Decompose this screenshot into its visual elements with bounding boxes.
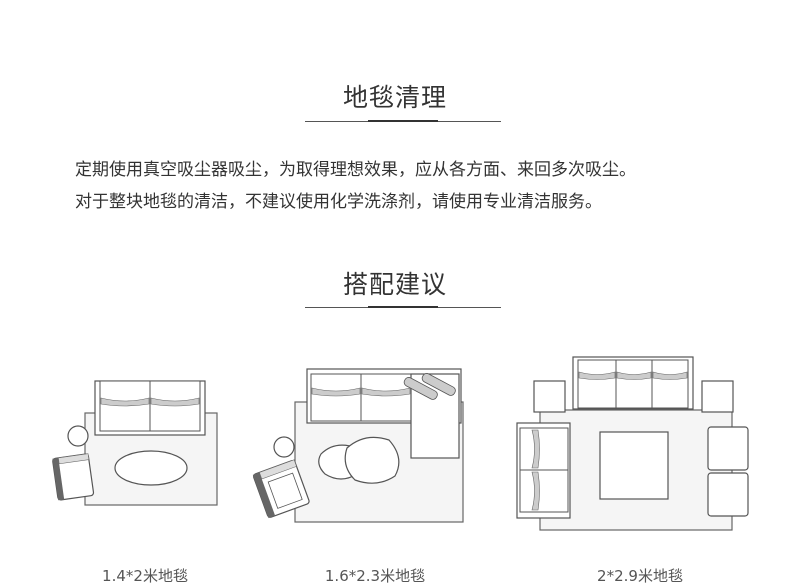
layout-caption-small: 1.4*2米地毯 — [102, 567, 188, 585]
cleaning-title: 地毯清理 — [342, 83, 447, 112]
pebble-table-icon — [318, 436, 400, 484]
armchair-icon — [252, 459, 310, 519]
cleaning-title-accent — [368, 120, 438, 122]
armchair-icon — [52, 453, 95, 501]
side-table-icon — [67, 425, 89, 447]
sofa-icon — [94, 380, 206, 436]
rug-layout-small — [52, 380, 218, 506]
layout-caption-large: 2*2.9米地毯 — [597, 567, 683, 585]
armchair-right-bottom-icon — [707, 472, 749, 517]
suggestion-title-accent — [368, 306, 438, 308]
square-coffee-table-icon — [599, 431, 669, 500]
oval-table-icon — [114, 450, 188, 486]
cleaning-line-2: 对于整块地毯的清洁，不建议使用化学洗涤剂，请使用专业清洁服务。 — [75, 192, 602, 212]
side-table-left-icon — [533, 380, 566, 413]
side-table-icon — [273, 436, 295, 458]
side-table-right-icon — [701, 380, 734, 413]
sofa-icon — [572, 356, 694, 410]
cleaning-line-1: 定期使用真空吸尘器吸尘，为取得理想效果，应从各方面、来回多次吸尘。 — [75, 160, 636, 180]
sectional-sofa-icon — [306, 368, 462, 459]
rug-layout-medium — [252, 368, 464, 523]
armchair-right-top-icon — [707, 426, 749, 471]
rug-layout-large — [516, 356, 749, 531]
suggestion-title: 搭配建议 — [342, 270, 447, 299]
layout-caption-medium: 1.6*2.3米地毯 — [324, 567, 426, 585]
loveseat-icon — [516, 422, 571, 519]
